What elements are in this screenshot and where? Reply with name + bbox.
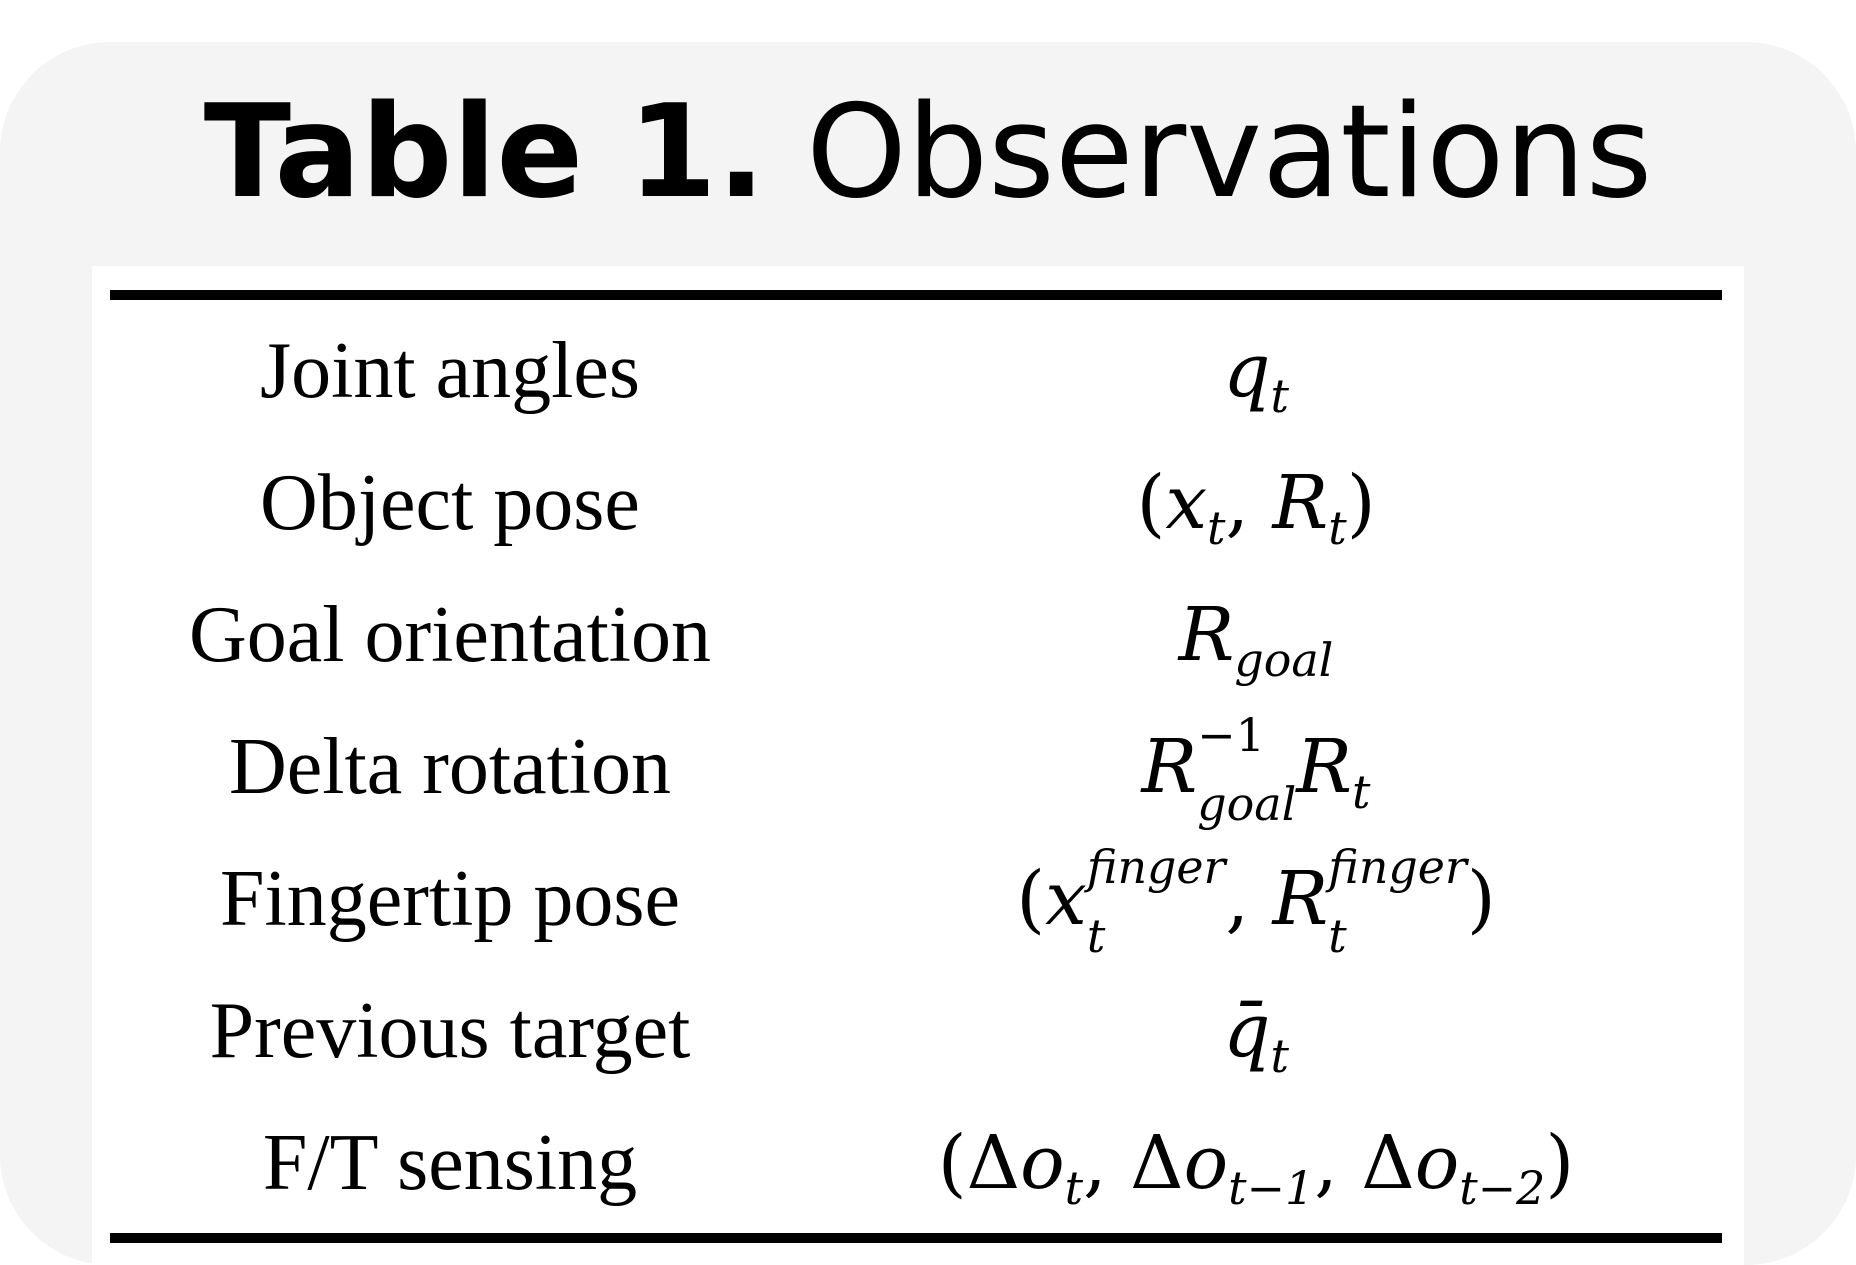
table-row: Joint angles qt [110,305,1722,437]
table-caption: Observations [806,78,1653,227]
table-row: Object pose (xt, Rt) [110,437,1722,569]
top-rule [110,290,1722,300]
row-value: (xt, Rt) [1136,460,1376,555]
table-row: Goal orientation Rgoal [110,569,1722,701]
row-label: Goal orientation [188,591,712,679]
table-row: F/T sensing (Δot, Δot−1, Δot−2) [110,1097,1722,1229]
table-panel [92,266,1744,1265]
row-value: qt [1223,328,1289,423]
row-value: q̄t [1223,988,1289,1083]
row-label: Previous target [209,987,691,1075]
row-value: (Δot, Δot−1, Δot−2) [937,1120,1575,1215]
table-number: Table 1. [203,78,766,227]
bottom-rule [110,1233,1722,1243]
table-row: Previous target q̄t [110,965,1722,1097]
row-label: F/T sensing [262,1119,638,1207]
row-value: Rgoal [1178,592,1334,687]
row-label: Delta rotation [228,723,672,811]
table-title: Table 1. Observations [0,78,1856,228]
row-label: Object pose [260,459,640,547]
row-label: Fingertip pose [220,855,680,943]
row-label: Joint angles [260,327,640,415]
